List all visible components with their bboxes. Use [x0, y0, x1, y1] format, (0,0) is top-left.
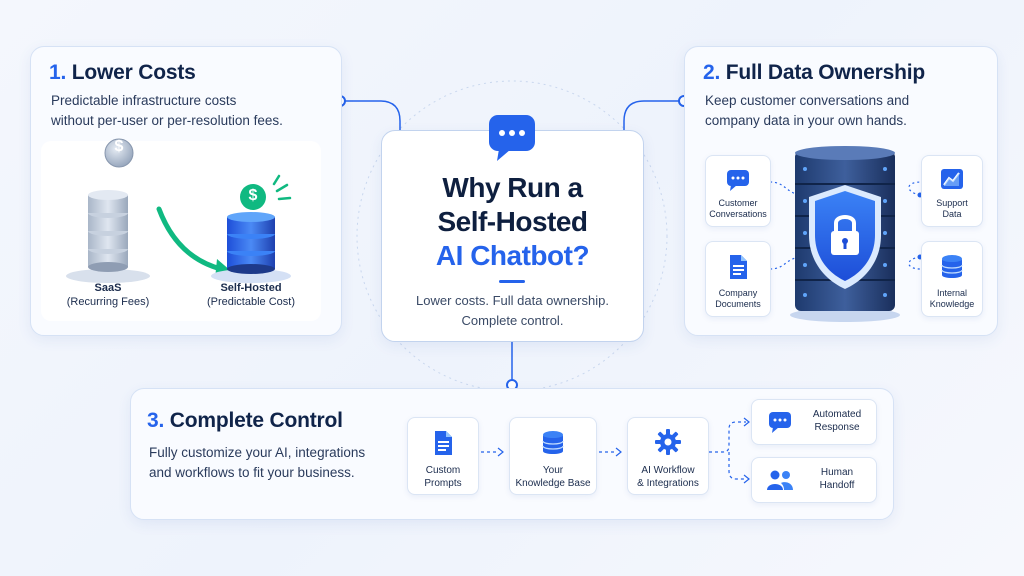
self-hosted-coin-symbol: $: [248, 187, 258, 204]
database-icon: [542, 431, 564, 454]
data-ownership-title: 2. Full Data Ownership: [703, 61, 925, 85]
card-support-data: Support Data: [921, 155, 983, 227]
card-customer-conversations-label: Customer Conversations: [706, 198, 770, 220]
center-subtitle-line2: Complete control.: [461, 313, 564, 328]
people-icon: [767, 470, 793, 490]
lower-costs-panel: 1. Lower Costs Predictable infrastructur…: [30, 46, 342, 336]
document-icon: [435, 431, 452, 455]
step-label-line1: Your: [542, 465, 564, 476]
data-ownership-heading: Full Data Ownership: [725, 61, 925, 84]
outcome-human-handoff-label: Human Handoff: [802, 466, 872, 492]
outcome-label-line2: Handoff: [819, 480, 855, 491]
card-label-line2: Data: [942, 209, 962, 219]
saas-server-stack-icon: [66, 138, 292, 283]
step-knowledge-base: Your Knowledge Base: [509, 417, 597, 495]
data-ownership-number: 2.: [703, 61, 721, 84]
lower-costs-description: Predictable infrastructure costs without…: [51, 91, 341, 131]
card-label-line1: Internal: [936, 288, 968, 298]
title-underline: [499, 280, 525, 283]
outcome-human-handoff: Human Handoff: [751, 457, 877, 503]
card-label-line1: Company: [718, 288, 758, 298]
step-label-line2: Knowledge Base: [515, 478, 591, 489]
complete-control-desc-line2: and workflows to fit your business.: [149, 465, 355, 480]
workflow-arrows: [481, 417, 750, 484]
complete-control-description: Fully customize your AI, integrations an…: [149, 443, 409, 483]
chat-icon: [769, 412, 791, 433]
complete-control-title: 3. Complete Control: [147, 409, 343, 433]
lower-costs-desc-line2: without per-user or per-resolution fees.: [51, 113, 283, 128]
step-label-line1: AI Workflow: [641, 465, 695, 476]
card-label-line2: Knowledge: [929, 299, 975, 309]
step-ai-workflow-label: AI Workflow & Integrations: [628, 464, 708, 490]
card-label-line2: Conversations: [709, 209, 767, 219]
step-custom-prompts: Custom Prompts: [407, 417, 479, 495]
card-company-documents: Company Documents: [705, 241, 771, 317]
chat-bubble-icon: [489, 115, 535, 161]
saas-label: SaaS: [94, 282, 122, 294]
self-hosted-sublabel: (Predictable Cost): [206, 296, 296, 308]
card-internal-knowledge: Internal Knowledge: [921, 241, 983, 317]
data-ownership-description: Keep customer conversations and company …: [705, 91, 985, 131]
center-title-line2: Self-Hosted: [437, 206, 588, 237]
gear-icon: [655, 429, 681, 455]
outcome-automated-response: Automated Response: [751, 399, 877, 445]
lower-costs-heading: Lower Costs: [71, 61, 196, 84]
complete-control-number: 3.: [147, 409, 165, 432]
outcome-label-line2: Response: [814, 422, 860, 433]
step-custom-prompts-label: Custom Prompts: [408, 464, 478, 490]
data-ownership-panel: 2. Full Data Ownership Keep customer con…: [684, 46, 998, 336]
card-label-line1: Support: [936, 198, 968, 208]
document-icon: [730, 255, 747, 279]
data-ownership-desc-line1: Keep customer conversations and: [705, 93, 910, 108]
step-label-line1: Custom: [425, 465, 461, 476]
center-title-line1: Why Run a: [442, 172, 583, 203]
chart-icon: [941, 169, 963, 189]
saas-label-group: SaaS (Recurring Fees): [58, 281, 158, 309]
step-label-line2: Prompts: [424, 478, 462, 489]
complete-control-desc-line1: Fully customize your AI, integrations: [149, 445, 366, 460]
data-ownership-desc-line2: company data in your own hands.: [705, 113, 907, 128]
saas-coin-symbol: $: [114, 138, 124, 155]
card-customer-conversations: Customer Conversations: [705, 155, 771, 227]
database-icon: [941, 255, 963, 278]
chat-icon: [727, 170, 749, 191]
outcome-label-line1: Human: [820, 467, 854, 478]
center-title-line3: AI Chatbot?: [435, 240, 590, 271]
outcome-label-line1: Automated: [812, 409, 862, 420]
step-label-line2: & Integrations: [637, 478, 699, 489]
outcome-automated-response-label: Automated Response: [802, 408, 872, 434]
step-ai-workflow: AI Workflow & Integrations: [627, 417, 709, 495]
complete-control-panel: 3. Complete Control Fully customize your…: [130, 388, 894, 520]
card-label-line1: Customer: [718, 198, 758, 208]
step-knowledge-base-label: Your Knowledge Base: [510, 464, 596, 490]
self-hosted-label-group: Self-Hosted (Predictable Cost): [193, 281, 309, 309]
card-label-line2: Documents: [715, 299, 761, 309]
lower-costs-number: 1.: [49, 61, 67, 84]
complete-control-heading: Complete Control: [169, 409, 343, 432]
center-title-card: Why Run a Self-Hosted AI Chatbot? Lower …: [381, 115, 644, 342]
card-company-documents-label: Company Documents: [706, 288, 770, 310]
center-subtitle-line1: Lower costs. Full data ownership.: [416, 293, 609, 308]
card-internal-knowledge-label: Internal Knowledge: [922, 288, 982, 310]
cost-comparison-area: $ $ SaaS (Recurring Fees) Self-Hosted (P…: [41, 138, 321, 321]
secure-server-icon: [790, 146, 900, 322]
self-hosted-label: Self-Hosted: [220, 282, 282, 294]
lower-costs-title: 1. Lower Costs: [49, 61, 196, 85]
card-support-data-label: Support Data: [922, 198, 982, 220]
saas-sublabel: (Recurring Fees): [66, 296, 150, 308]
lower-costs-desc-line1: Predictable infrastructure costs: [51, 93, 237, 108]
